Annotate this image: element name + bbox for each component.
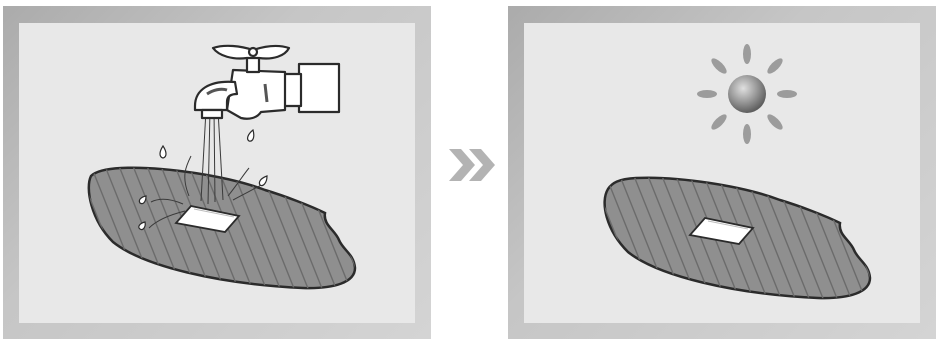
step-dry-illustration: [508, 6, 936, 339]
step-rinse-illustration: [3, 6, 431, 339]
sun-icon: [697, 44, 797, 144]
step-dry-panel: [508, 6, 936, 339]
faucet-icon: [195, 46, 339, 119]
mop-mat-icon: [588, 166, 886, 316]
double-chevron-right-icon: [447, 145, 499, 185]
step-rinse-panel: [3, 6, 431, 339]
